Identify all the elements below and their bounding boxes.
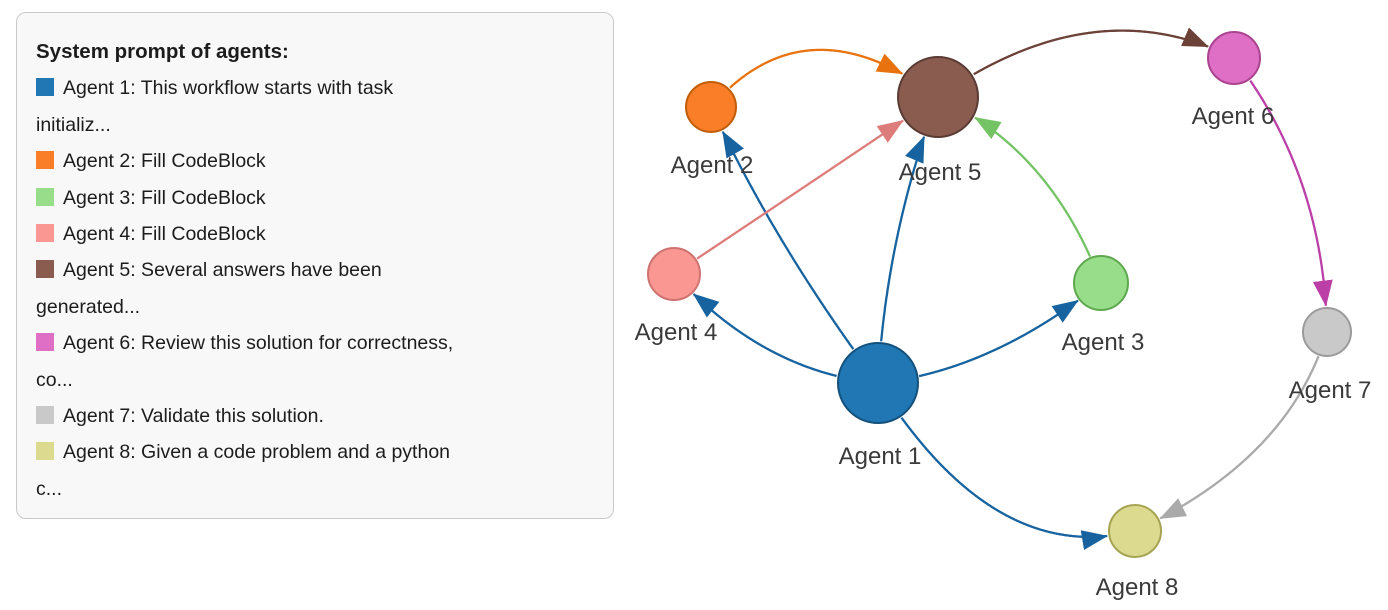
legend-entry-text: Agent 1: This workflow starts with task [63, 77, 394, 100]
agent-node-4[interactable] [647, 247, 701, 301]
agent-node-2[interactable] [685, 81, 737, 133]
graph-edge-agent1-to-agent4 [692, 293, 838, 378]
legend-entry-text: Agent 8: Given a code problem and a pyth… [63, 441, 451, 464]
legend-entry-agent-4: Agent 4: Fill CodeBlock [36, 216, 595, 252]
legend-color-swatch [36, 78, 54, 97]
legend-entry-agent-7: Agent 7: Validate this solution. [36, 398, 595, 434]
graph-edge-agent7-to-agent8 [1159, 355, 1320, 520]
legend-entry-text: Agent 4: Fill CodeBlock [63, 223, 266, 246]
legend-entry-text-continuation: co... [36, 368, 73, 391]
legend-color-swatch [36, 260, 54, 279]
agent-node-1[interactable] [837, 342, 919, 424]
agent-node-8[interactable] [1108, 504, 1162, 558]
agent-node-label-7: Agent 7 [1289, 377, 1372, 404]
graph-edge-agent5-to-agent6 [973, 27, 1209, 76]
graph-edge-agent1-to-agent8 [900, 416, 1108, 550]
agent-node-label-6: Agent 6 [1192, 103, 1275, 130]
agent-node-6[interactable] [1207, 31, 1261, 85]
legend-entry-agent-5: Agent 5: Several answers have been gener… [36, 252, 595, 325]
graph-edge-agent6-to-agent7 [1249, 79, 1333, 307]
legend-entry-agent-1: Agent 1: This workflow starts with task … [36, 70, 595, 143]
legend-color-swatch [36, 406, 54, 425]
legend-entry-text: Agent 3: Fill CodeBlock [63, 186, 266, 209]
graph-edge-agent1-to-agent5 [880, 135, 926, 342]
graph-edge-agent1-to-agent2 [721, 130, 855, 350]
agent-node-label-2: Agent 2 [671, 152, 754, 179]
graph-edge-agent3-to-agent5 [974, 116, 1092, 258]
legend-entry-agent-8: Agent 8: Given a code problem and a pyth… [36, 434, 595, 507]
legend-color-swatch [36, 442, 54, 461]
legend-color-swatch [36, 187, 54, 206]
legend-entry-text-continuation: c... [36, 477, 63, 500]
legend-entry-text: Agent 7: Validate this solution. [63, 405, 324, 428]
legend-color-swatch [36, 333, 54, 352]
legend-entry-agent-6: Agent 6: Review this solution for correc… [36, 325, 595, 398]
agent-node-7[interactable] [1302, 307, 1352, 357]
legend-title: System prompt of agents: [36, 40, 289, 63]
agent-node-label-5: Agent 5 [899, 159, 982, 186]
graph-edge-agent4-to-agent5 [696, 119, 904, 260]
agent-node-label-1: Agent 1 [839, 443, 922, 470]
legend-entry-text-continuation: initializ... [36, 113, 111, 136]
legend-entry-text: Agent 2: Fill CodeBlock [63, 150, 266, 173]
legend-panel: System prompt of agents: Agent 1: This w… [16, 12, 614, 519]
agent-node-label-8: Agent 8 [1096, 574, 1179, 601]
legend-entry-text: Agent 6: Review this solution for correc… [63, 332, 454, 355]
legend-entry-agent-2: Agent 2: Fill CodeBlock [36, 143, 595, 179]
agent-node-label-4: Agent 4 [635, 319, 718, 346]
legend-color-swatch [36, 151, 54, 170]
agent-node-5[interactable] [897, 56, 979, 138]
agent-node-label-3: Agent 3 [1062, 329, 1145, 356]
legend-color-swatch [36, 224, 54, 243]
graph-edge-agent2-to-agent5 [729, 48, 904, 89]
graph-edge-agent1-to-agent3 [918, 299, 1079, 378]
legend-entry-text-continuation: generated... [36, 295, 141, 318]
legend-entry-text: Agent 5: Several answers have been [63, 259, 382, 282]
agent-node-3[interactable] [1073, 255, 1129, 311]
legend-entry-agent-3: Agent 3: Fill CodeBlock [36, 180, 595, 216]
